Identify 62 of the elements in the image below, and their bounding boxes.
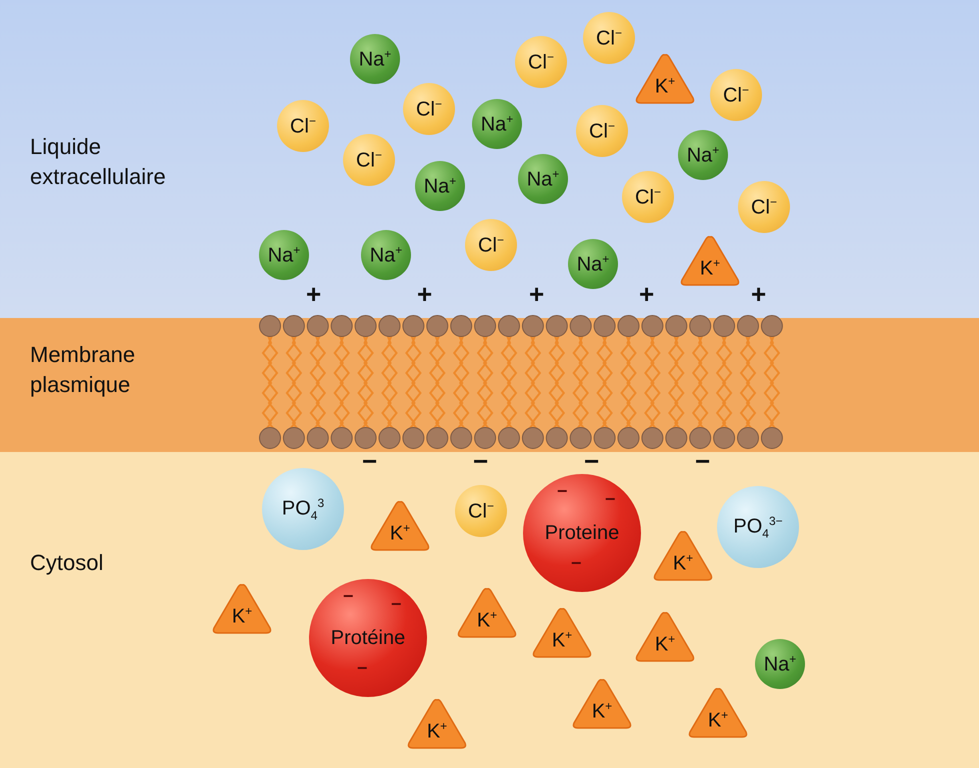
- charge-sign: +: [529, 281, 544, 307]
- ion-label: Cl$^{−}$: [478, 234, 504, 256]
- ion-triangle: [369, 498, 431, 552]
- charge-sign: +: [639, 281, 654, 307]
- ion-triangle: [531, 606, 593, 658]
- ion-label: Cl$^{−}$: [290, 115, 316, 137]
- region-label: Liquide extracellulaire: [30, 133, 167, 191]
- ion-label: Cl$^{−}$: [356, 149, 382, 171]
- ion-label: Cl$^{−}$: [589, 120, 615, 142]
- ion-label: K$^{+}$: [672, 552, 694, 574]
- ion-label: Na$^{+}$: [576, 253, 610, 275]
- ion-triangle: [652, 528, 714, 582]
- charge-sign: −: [695, 448, 710, 474]
- ion-triangle: [211, 582, 273, 634]
- ion-label: K$^{+}$: [592, 700, 612, 722]
- charge-sign: −: [357, 659, 368, 677]
- ion-label: K$^{+}$: [654, 75, 676, 97]
- charge-sign: −: [605, 490, 616, 508]
- charge-sign: −: [391, 595, 402, 613]
- ion-label: Na$^{+}$: [370, 244, 402, 266]
- ion-triangle: [687, 686, 749, 738]
- region-label: Cytosol: [30, 549, 104, 577]
- ion-triangle: [406, 696, 468, 750]
- charge-sign: −: [343, 587, 354, 605]
- charge-sign: +: [306, 281, 322, 307]
- ion-label: Na$^{+}$: [424, 175, 456, 197]
- ion-label: K$^{+}$: [654, 633, 676, 655]
- ion-label: K$^{+}$: [426, 720, 448, 742]
- region-label: Membrane plasmique: [30, 341, 136, 399]
- ion-label: K$^{+}$: [232, 605, 252, 627]
- charge-sign: −: [362, 448, 378, 474]
- ion-label: Na$^{+}$: [480, 113, 514, 135]
- charge-sign: +: [417, 281, 432, 307]
- charge-sign: +: [751, 281, 766, 307]
- charge-sign: −: [571, 554, 582, 572]
- ion-label: Cl$^{−}$: [416, 98, 442, 120]
- ion-label: K$^{+}$: [476, 609, 498, 631]
- ion-label: K$^{+}$: [708, 709, 728, 731]
- ion-label: Cl$^{−}$: [528, 51, 554, 73]
- ion-triangle: [571, 676, 633, 730]
- protein-label: Protéine: [330, 628, 406, 648]
- ion-triangle: [634, 610, 696, 662]
- ion-label: Na$^{+}$: [764, 653, 796, 675]
- ion-label: Na$^{+}$: [686, 144, 720, 166]
- ion-label: Na$^{+}$: [526, 168, 560, 190]
- ion-label: Na$^{+}$: [358, 48, 392, 70]
- ion-label: Cl$^{−}$: [751, 196, 777, 218]
- charge-sign: −: [557, 482, 568, 500]
- ion-label: Cl$^{−}$: [468, 500, 494, 522]
- charge-sign: −: [584, 448, 600, 474]
- ion-triangle: [679, 234, 741, 286]
- ion-triangle: [456, 586, 518, 638]
- protein-label: Proteine: [544, 523, 620, 543]
- charge-sign: −: [473, 448, 488, 474]
- ion-label: Cl$^{−}$: [723, 84, 749, 106]
- ion-triangle: [634, 52, 696, 104]
- ion-label: Cl$^{−}$: [596, 27, 622, 49]
- ion-label: K$^{+}$: [700, 257, 720, 279]
- ion-label: K$^{+}$: [552, 629, 572, 651]
- ion-label: Cl$^{−}$: [635, 186, 661, 208]
- ion-label: Na$^{+}$: [268, 244, 300, 266]
- ion-label: K$^{+}$: [390, 522, 410, 544]
